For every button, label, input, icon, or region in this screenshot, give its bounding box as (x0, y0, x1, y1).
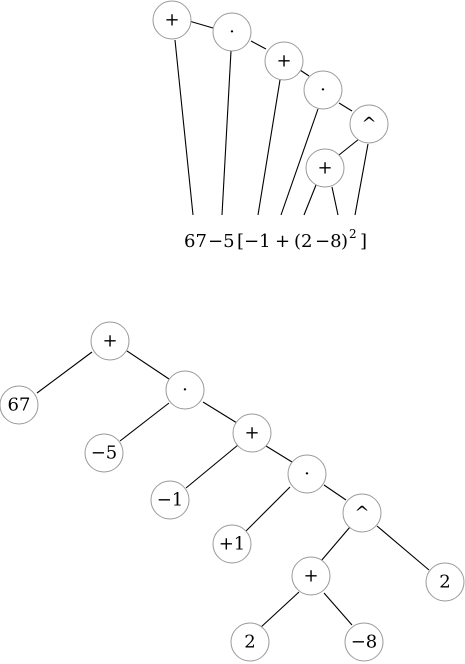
top-tree-node: + (264, 41, 304, 81)
edge (331, 186, 339, 216)
edge (303, 184, 317, 216)
power-operator-label: ^ (361, 114, 376, 135)
edge (188, 20, 214, 29)
plus-operator-label: + (317, 158, 332, 179)
expression-token: [ (237, 231, 244, 252)
expression-token: −1 (244, 231, 271, 252)
edge (376, 525, 430, 571)
edge (323, 484, 347, 501)
expression-token: 2 (301, 231, 312, 252)
number-label: +1 (219, 534, 246, 555)
bottom-tree-node: −8 (344, 622, 384, 662)
expression-token: + (275, 231, 290, 252)
edge (221, 50, 232, 216)
dot-operator-label: · (320, 80, 326, 101)
power-operator-label: ^ (354, 503, 369, 524)
plus-operator-label: + (244, 423, 259, 444)
bottom-tree-node: 2 (230, 622, 270, 662)
edge (245, 486, 291, 532)
edge (126, 350, 170, 380)
plus-operator-label: + (303, 566, 318, 587)
plus-operator-label: + (276, 51, 291, 72)
plus-operator-label: + (102, 331, 117, 352)
number-label: 2 (439, 572, 450, 593)
edge (320, 526, 351, 562)
bottom-tree-node: −1 (150, 480, 190, 520)
top-tree-node: + (152, 0, 192, 40)
expression-token: ) (341, 231, 348, 252)
bottom-tree-node: + (232, 413, 272, 453)
edge (280, 108, 319, 216)
dot-operator-label: · (229, 22, 235, 43)
bottom-tree-node: 2 (425, 562, 465, 602)
plus-operator-label: + (164, 10, 179, 31)
number-label: 67 (8, 395, 31, 416)
edge (202, 401, 238, 424)
number-label: −8 (351, 632, 378, 653)
dot-operator-label: · (182, 380, 188, 401)
edge (299, 69, 310, 77)
edge (323, 592, 353, 626)
expression-exponent: 2 (349, 227, 357, 241)
expression-token: ( (294, 231, 301, 252)
bottom-tree-node: 67 (0, 385, 39, 425)
bottom-tree-node: + (291, 556, 331, 596)
edge (265, 445, 293, 463)
edge (36, 351, 93, 394)
top-tree-node: + (305, 148, 345, 188)
bottom-tree-node: + (90, 321, 130, 361)
bottom-tree-node: · (165, 370, 205, 410)
edge (250, 40, 267, 50)
bottom-tree-node: −5 (84, 433, 124, 473)
number-label: 2 (244, 632, 255, 653)
number-label: −1 (157, 490, 184, 511)
expression-token: 67 (184, 231, 207, 252)
bottom-tree-node: ^ (342, 493, 382, 533)
number-label: −5 (91, 443, 118, 464)
bottom-tree-node: · (287, 454, 327, 494)
expression-token: −8 (315, 231, 342, 252)
expression-line: 67 −5 [ −1 + ( 2 −8 ) 2 ] (184, 227, 367, 252)
edge (257, 79, 281, 216)
edge (119, 402, 170, 442)
top-tree-node: · (212, 12, 252, 52)
top-tree-edges (174, 20, 369, 216)
expression-token: −5 (208, 231, 235, 252)
edge (259, 591, 300, 629)
edge (338, 102, 353, 112)
edge (174, 39, 194, 216)
edge (185, 444, 239, 489)
dot-operator-label: · (304, 464, 310, 485)
top-tree-node: ^ (349, 104, 389, 144)
edge (354, 143, 369, 216)
top-tree-node: · (303, 70, 343, 110)
bottom-tree-node: +1 (212, 524, 252, 564)
bottom-tree-edges (36, 350, 430, 629)
expression-token: ] (360, 231, 367, 252)
edge (338, 138, 360, 156)
